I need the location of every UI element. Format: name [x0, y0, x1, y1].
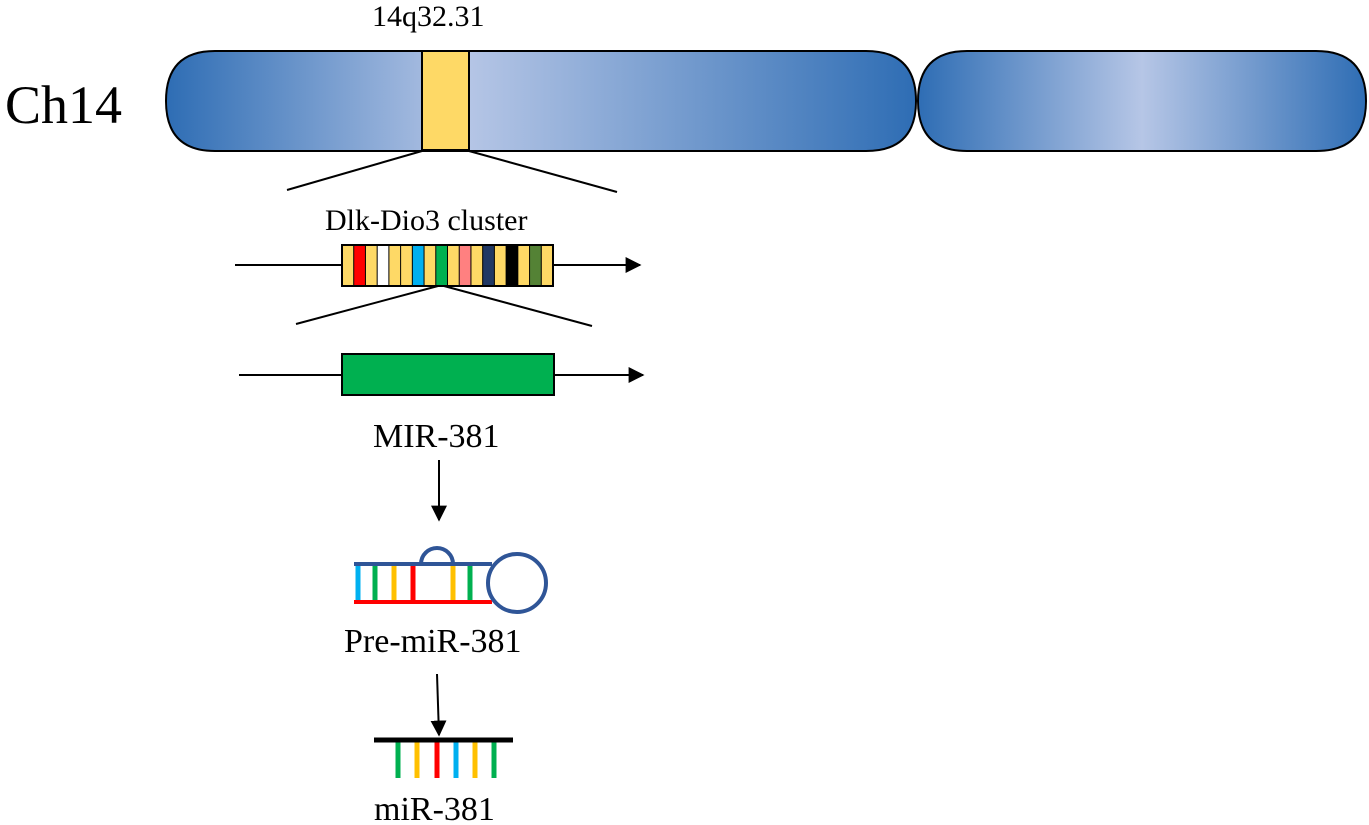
- cluster-stripe: [435, 244, 449, 287]
- zoom-line-right-2: [443, 285, 593, 327]
- chromosome-band-14q32-31: [421, 50, 470, 151]
- gene-label: MIR-381: [373, 418, 500, 455]
- chromosome-arm-left: [164, 50, 918, 152]
- mature-label: miR-381: [374, 791, 495, 825]
- cluster-stripe: [400, 244, 414, 287]
- pre-mir-hairpin: [354, 546, 548, 614]
- cluster-stripe: [493, 244, 508, 287]
- cluster-stripe: [423, 244, 437, 287]
- arrow-to-mature: [430, 673, 447, 737]
- cluster-label: Dlk-Dio3 cluster: [325, 204, 527, 237]
- cluster-stripe: [411, 244, 426, 287]
- cluster-stripe: [517, 244, 531, 287]
- cluster-stripe: [364, 244, 379, 287]
- band-label: 14q32.31: [372, 0, 485, 33]
- mir381-gene-block: [341, 353, 555, 396]
- chromosome-label: Ch14: [5, 75, 122, 135]
- cluster-stripe: [376, 244, 390, 287]
- cluster-gene-block: [341, 244, 554, 287]
- cluster-stripe: [458, 244, 472, 287]
- mature-mirna-strand: [374, 737, 513, 778]
- cluster-stripe: [529, 244, 543, 287]
- zoom-line-left-2: [295, 285, 439, 325]
- cluster-stripe: [482, 244, 496, 287]
- cluster-stripe: [388, 244, 402, 287]
- cluster-stripe: [341, 244, 355, 287]
- cluster-stripe: [540, 244, 554, 287]
- hairpin-terminal-loop: [486, 552, 548, 614]
- hairpin-bulge: [419, 546, 455, 565]
- zoom-line-left: [286, 150, 423, 191]
- zoom-line-right: [468, 150, 618, 193]
- chromosome-arm-right: [916, 50, 1368, 152]
- cluster-stripe: [447, 244, 461, 287]
- cluster-stripe: [470, 244, 484, 287]
- precursor-label: Pre-miR-381: [344, 623, 522, 660]
- cluster-stripe: [353, 244, 367, 287]
- cluster-stripe: [505, 244, 519, 287]
